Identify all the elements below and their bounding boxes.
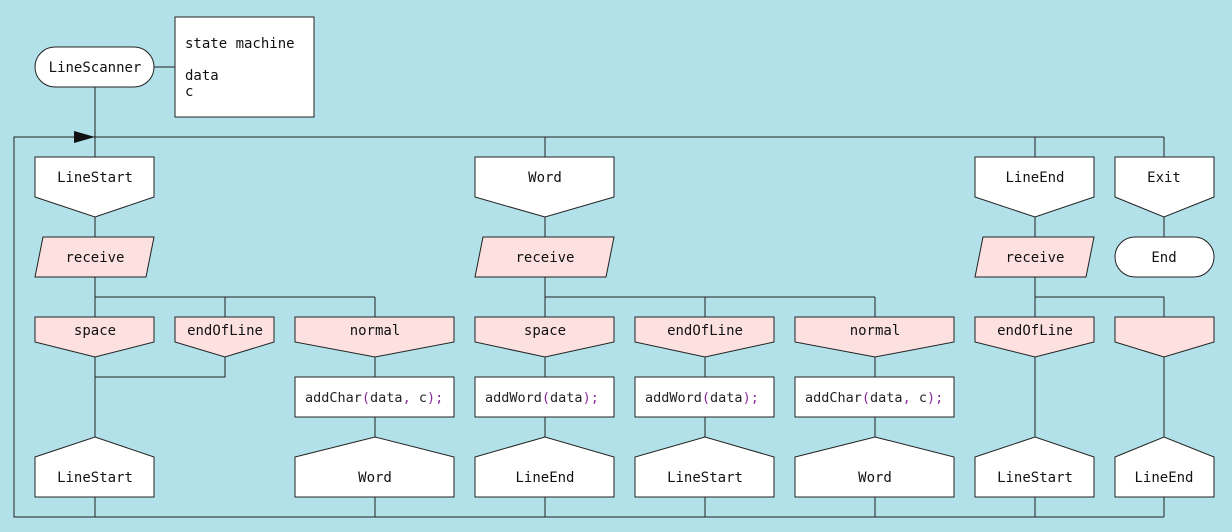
svg-text:endOfLine: endOfLine [997, 323, 1073, 339]
message-word-normal: normal [794, 316, 955, 358]
title-name: LineScanner [49, 60, 142, 76]
svg-text:receive: receive [1005, 250, 1064, 266]
message-word-endofline: endOfLine [634, 316, 775, 358]
message-lineend-endofline: endOfLine [974, 316, 1095, 358]
svg-text:Word: Word [528, 170, 562, 186]
svg-text:Exit: Exit [1147, 170, 1181, 186]
svg-text:addChar(data, c);: addChar(data, c); [305, 390, 443, 406]
svg-text:normal: normal [350, 323, 401, 339]
end-terminal: End [1114, 236, 1215, 278]
svg-text:addWord(data);: addWord(data); [485, 390, 599, 406]
state-header-lineend: LineEnd [974, 156, 1095, 218]
svg-text:LineEnd: LineEnd [515, 470, 574, 486]
next-state-word-normal: Word [794, 436, 955, 498]
title-var-data: data [185, 68, 219, 84]
next-state-lineend-default: LineEnd [1114, 436, 1215, 498]
svg-text:space: space [524, 323, 566, 339]
state-header-word: Word [474, 156, 615, 218]
action-word-endofline: addWord(data); [634, 376, 775, 418]
svg-text:addWord(data);: addWord(data); [645, 390, 759, 406]
next-state-linestart-normal: Word [294, 436, 455, 498]
next-state-lineend-endofline: LineStart [974, 436, 1095, 498]
title-var-c: c [185, 84, 193, 100]
message-linestart-space: space [34, 316, 155, 358]
action-linestart-normal: addChar(data, c); [294, 376, 455, 418]
svg-text:LineEnd: LineEnd [1005, 170, 1064, 186]
title-terminal: LineScanner [34, 46, 155, 88]
title-info-box: state machine data c [174, 16, 315, 118]
next-state-linestart-space: LineStart [34, 436, 155, 498]
state-header-exit: Exit [1114, 156, 1215, 218]
title-kind: state machine [185, 36, 295, 52]
svg-text:LineEnd: LineEnd [1134, 470, 1193, 486]
svg-text:LineStart: LineStart [57, 470, 133, 486]
next-state-word-space: LineEnd [474, 436, 615, 498]
svg-text:Word: Word [858, 470, 892, 486]
svg-text:endOfLine: endOfLine [667, 323, 743, 339]
svg-text:Word: Word [358, 470, 392, 486]
svg-text:space: space [74, 323, 116, 339]
receive-linestart: receive [34, 236, 155, 278]
svg-text:receive: receive [65, 250, 124, 266]
receive-lineend: receive [974, 236, 1095, 278]
message-linestart-endofline: endOfLine [174, 316, 275, 358]
next-state-word-endofline: LineStart [634, 436, 775, 498]
loop-arrow-icon [74, 131, 95, 143]
svg-text:normal: normal [850, 323, 901, 339]
message-linestart-normal: normal [294, 316, 455, 358]
svg-text:LineStart: LineStart [57, 170, 133, 186]
svg-text:receive: receive [515, 250, 574, 266]
action-word-space: addWord(data); [474, 376, 615, 418]
svg-text:LineStart: LineStart [997, 470, 1073, 486]
action-word-normal: addChar(data, c); [794, 376, 955, 418]
message-lineend-default [1114, 316, 1215, 358]
svg-text:End: End [1151, 250, 1176, 266]
svg-text:LineStart: LineStart [667, 470, 743, 486]
svg-text:addChar(data, c);: addChar(data, c); [805, 390, 943, 406]
message-word-space: space [474, 316, 615, 358]
state-header-linestart: LineStart [34, 156, 155, 218]
svg-text:endOfLine: endOfLine [187, 323, 263, 339]
receive-word: receive [474, 236, 615, 278]
